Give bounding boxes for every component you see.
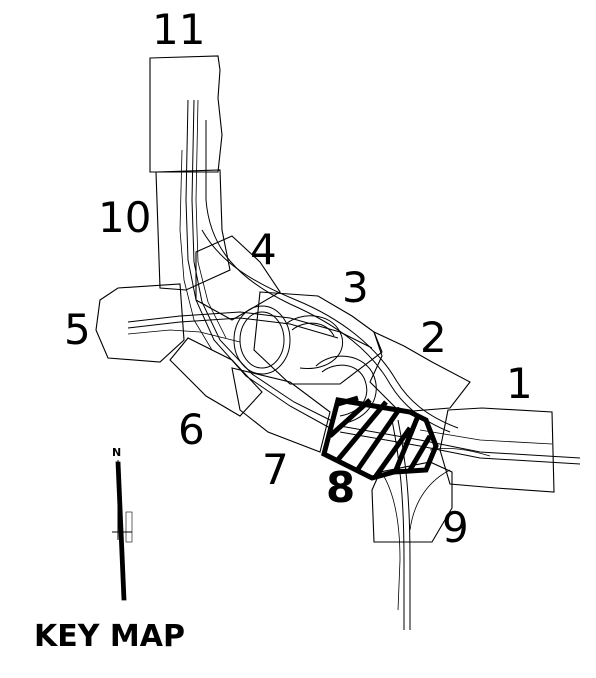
sheet-labels: 11 10 4 3 5 2 1 6 7 8 9: [64, 5, 533, 552]
sheet-label-2[interactable]: 2: [420, 313, 447, 362]
north-arrow: N: [112, 446, 133, 601]
sheet-outline-8: [321, 397, 439, 481]
sheet-outline-10[interactable]: [155, 169, 231, 291]
sheet-label-10[interactable]: 10: [98, 193, 151, 242]
sheet-label-4[interactable]: 4: [250, 225, 277, 274]
sheet-label-8[interactable]: 8: [326, 463, 355, 512]
sheet-label-3[interactable]: 3: [342, 263, 369, 312]
sheet-outlines: [95, 55, 555, 543]
sheet-label-1[interactable]: 1: [506, 359, 533, 408]
sheet-outline-9[interactable]: [371, 461, 453, 543]
sheet-outline-7[interactable]: [231, 367, 331, 453]
sheet-outline-2[interactable]: [369, 330, 471, 413]
sheet-outline-5[interactable]: [95, 283, 185, 363]
road-network: [127, 99, 581, 630]
sheet-outline-11[interactable]: [149, 55, 223, 173]
sheet-outline-1[interactable]: [439, 407, 555, 493]
map-title: KEY MAP: [34, 619, 185, 654]
sheet-label-9[interactable]: 9: [442, 503, 469, 552]
sheet-outline-3[interactable]: [253, 291, 383, 385]
sheet-outline-6[interactable]: [169, 337, 263, 417]
sheet-8-highlight[interactable]: [321, 395, 439, 481]
sheet-label-11[interactable]: 11: [152, 5, 205, 54]
sheet-label-6[interactable]: 6: [178, 405, 205, 454]
sheet-label-7[interactable]: 7: [262, 445, 289, 494]
sheet-label-5[interactable]: 5: [64, 305, 91, 354]
north-arrow-letter: N: [112, 446, 121, 459]
